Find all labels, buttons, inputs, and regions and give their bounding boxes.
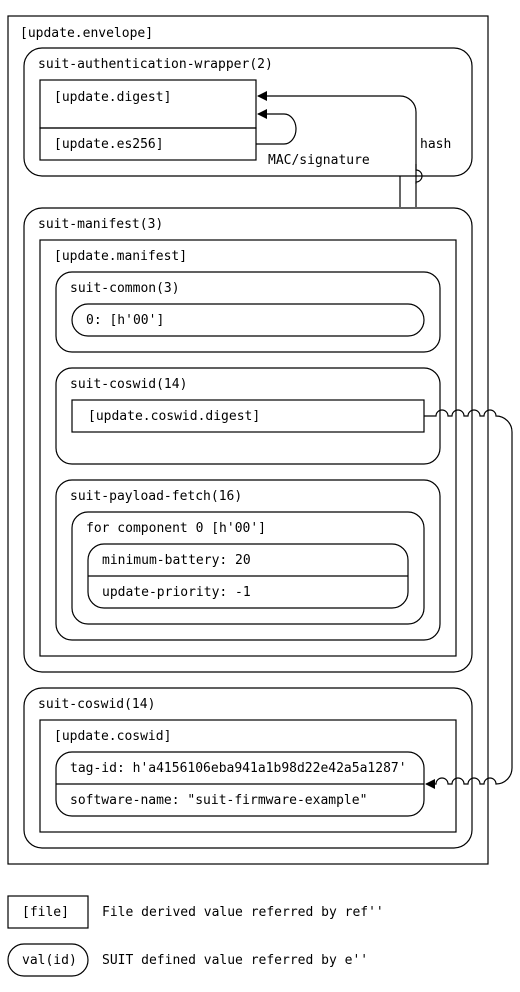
coswid-inner-label: [update.coswid] <box>54 729 171 744</box>
software-name-value: software-name: "suit-firmware-example" <box>70 793 367 808</box>
coswid-inner-box <box>39 719 457 833</box>
hash-crossing <box>415 164 423 184</box>
common-value-box <box>71 303 425 337</box>
auth-wrapper-label: suit-authentication-wrapper(2) <box>38 57 273 72</box>
digest-label: [update.digest] <box>54 90 171 105</box>
auth-wrapper-box <box>23 47 473 177</box>
component-box <box>71 511 425 625</box>
coswid-ref-box <box>55 367 441 465</box>
legend-val-description: SUIT defined value referred by e'' <box>102 953 368 968</box>
common-value: 0: [h'00'] <box>86 313 164 328</box>
payload-fetch-label: suit-payload-fetch(16) <box>70 489 242 504</box>
hash-arrow <box>258 96 417 207</box>
manifest-inner-box <box>39 239 457 657</box>
tag-id-value: tag-id: h'a4156106eba941a1b98d22e42a5a12… <box>70 761 407 776</box>
signature-arrow-label: MAC/signature <box>268 153 370 168</box>
manifest-box <box>23 207 473 673</box>
battery-param: minimum-battery: 20 <box>102 553 251 568</box>
common-box <box>55 271 441 353</box>
envelope-label: [update.envelope] <box>20 26 153 41</box>
envelope-box <box>7 15 489 865</box>
legend-val-label: val(id) <box>22 953 77 968</box>
coswid-label: suit-coswid(14) <box>38 697 155 712</box>
priority-param: update-priority: -1 <box>102 585 251 600</box>
manifest-label: suit-manifest(3) <box>38 217 163 232</box>
legend-file-description: File derived value referred by ref'' <box>102 905 384 920</box>
es256-label: [update.es256] <box>54 137 164 152</box>
common-label: suit-common(3) <box>70 281 180 296</box>
hash-arrow-label: hash <box>420 137 451 152</box>
coswid-digest-arrow <box>424 409 513 789</box>
payload-fetch-box <box>55 479 441 641</box>
coswid-digest-value: [update.coswid.digest] <box>88 409 260 424</box>
legend-file-label: [file] <box>22 905 69 920</box>
signature-arrow <box>256 109 297 145</box>
manifest-inner-label: [update.manifest] <box>54 249 187 264</box>
component-label: for component 0 [h'00'] <box>86 521 266 536</box>
coswid-box <box>23 687 473 849</box>
coswid-ref-label: suit-coswid(14) <box>70 377 187 392</box>
legend-val-box <box>7 943 89 977</box>
legend-file-box <box>7 895 89 929</box>
